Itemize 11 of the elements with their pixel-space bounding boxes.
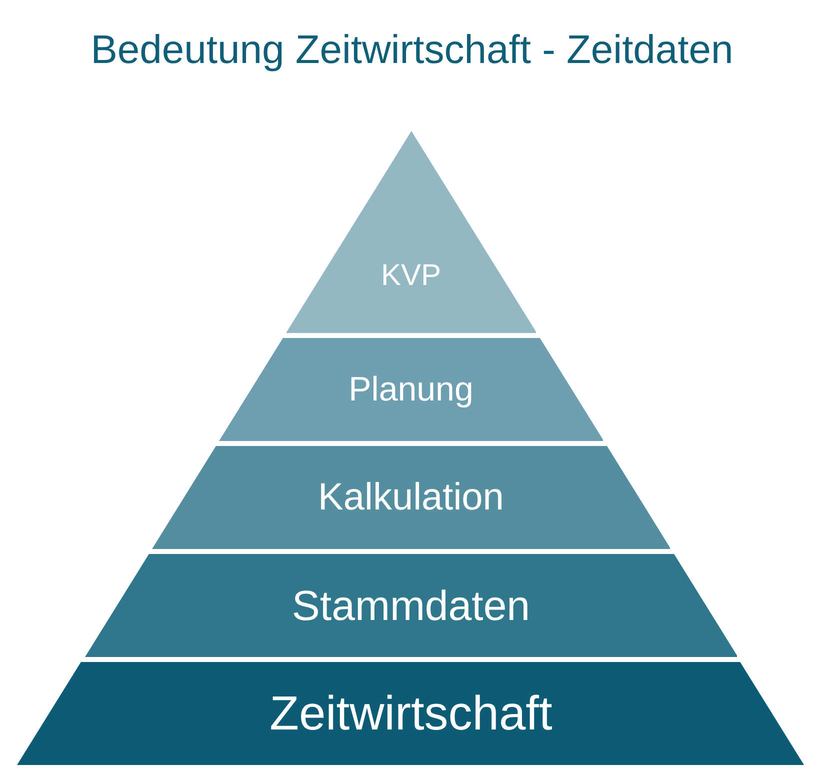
tier-label: Stammdaten (292, 582, 530, 630)
title: Bedeutung Zeitwirtschaft - Zeitdaten (90, 27, 734, 74)
tier-label: Planung (348, 370, 474, 409)
pyramid-tier (218, 338, 604, 441)
tier-label: KVP (380, 259, 441, 294)
pyramid-tier (152, 446, 670, 549)
tier-label: Kalkulation (318, 476, 504, 519)
pyramid-tier (17, 662, 805, 765)
tier-label: Zeitwirtschaft (270, 686, 552, 741)
pyramid-tier (286, 131, 536, 333)
pyramid-tier (84, 554, 738, 657)
